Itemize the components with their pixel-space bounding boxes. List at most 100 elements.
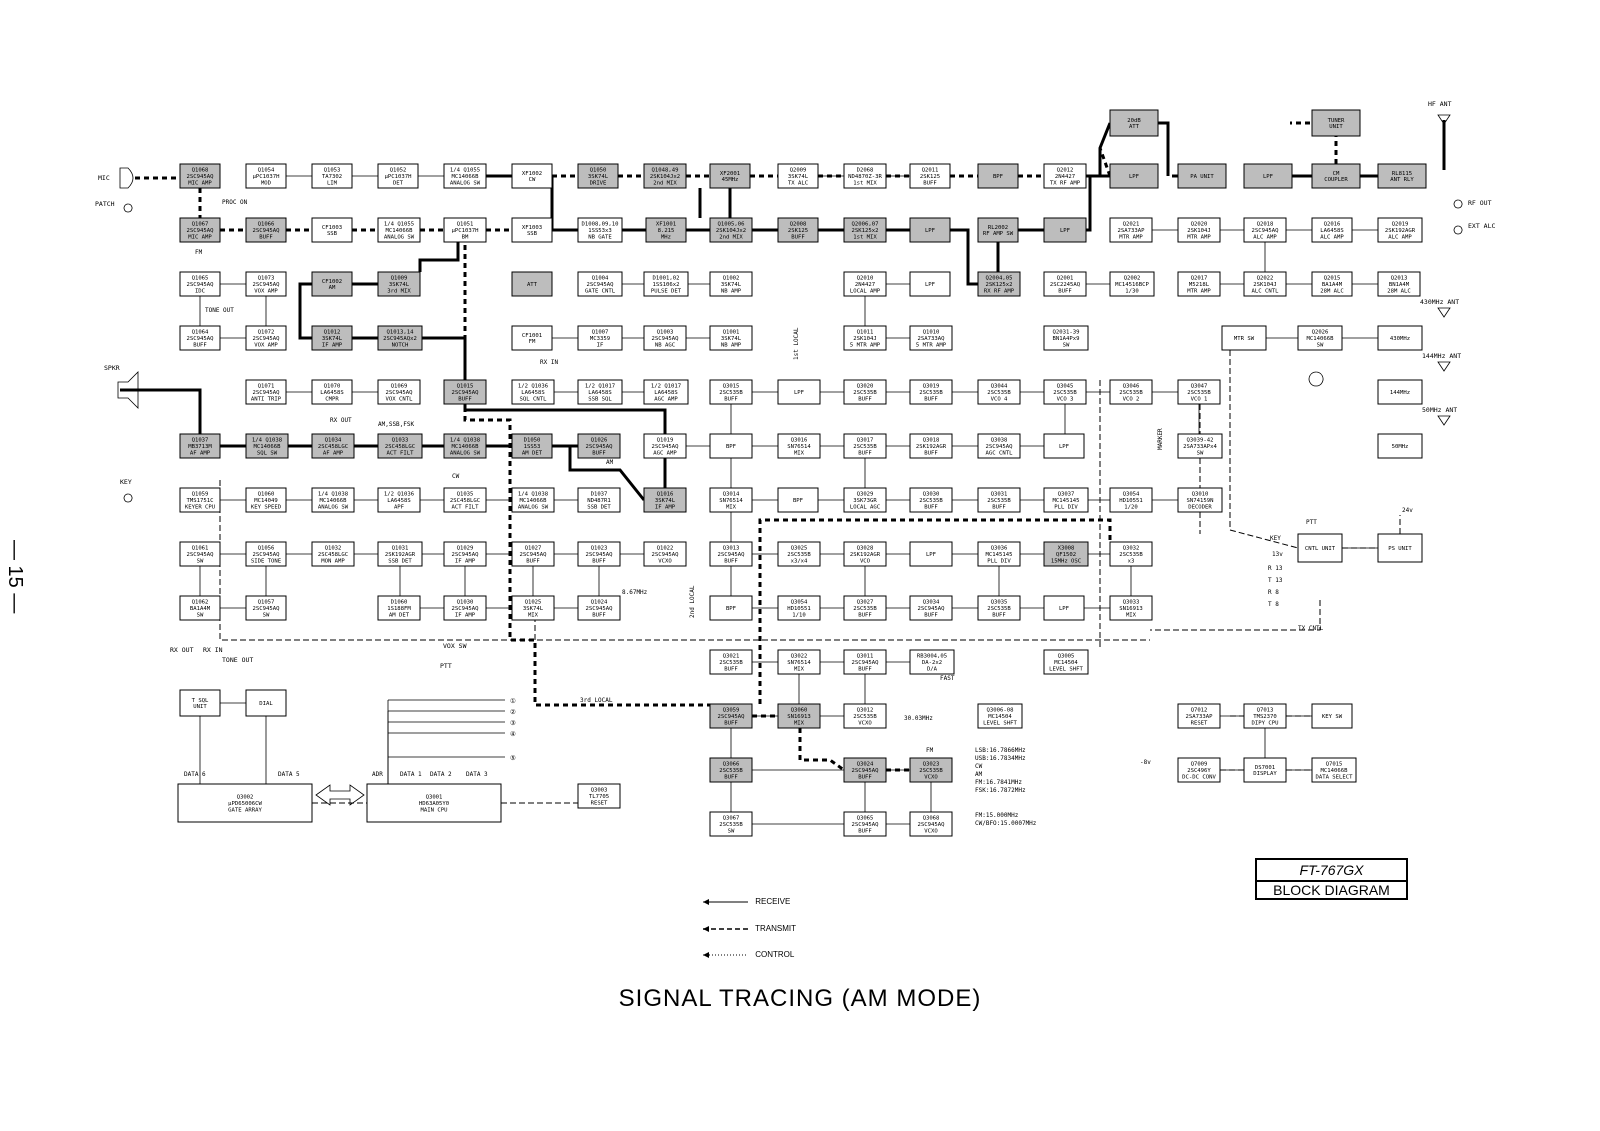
- block-label: MIX: [726, 504, 737, 510]
- block-label: 5 MTR AMP: [850, 342, 881, 348]
- block-frame: [1243, 163, 1293, 189]
- block-frame: [1377, 533, 1423, 563]
- block-lpf_e: LPF: [909, 271, 951, 297]
- block-label: MOD: [261, 180, 272, 186]
- block-label: Q1011: [857, 330, 874, 336]
- block-label: BUFF: [724, 396, 738, 402]
- block-lpf_h: LPF: [909, 541, 953, 567]
- block-label: Q3068: [923, 816, 940, 822]
- block-label: MC14066B: [1321, 768, 1349, 774]
- block-label: 3SK74L: [788, 174, 809, 180]
- block-label: SSB DET: [587, 504, 611, 510]
- block-label: BUFF: [858, 828, 872, 834]
- block-frame: [511, 379, 555, 405]
- block-frame: [1377, 433, 1423, 459]
- block-frame: [843, 757, 887, 783]
- block-label: LA6458S: [588, 390, 612, 396]
- block-label: SW: [1197, 450, 1204, 456]
- block-frame: [177, 783, 313, 823]
- block-frame: [1177, 757, 1221, 783]
- block-frame: [443, 487, 487, 513]
- block-label: ANTI TRIP: [251, 396, 282, 402]
- block-label: 2SC945AQ: [187, 174, 215, 180]
- block-label: 3SK74L: [523, 606, 544, 612]
- block-label: Q3067: [723, 816, 740, 822]
- block-label: Q2004,05: [986, 276, 1013, 282]
- block-label: VOX AMP: [254, 288, 278, 294]
- block-label: 2SK125x2: [986, 282, 1013, 288]
- block-label: LEVEL SHFT: [983, 720, 1017, 726]
- block-label: Q1071: [258, 384, 275, 390]
- block-label: 1/4 Q1055: [450, 168, 480, 174]
- block-frame: [909, 487, 953, 513]
- block-label: μPC1037H: [452, 228, 479, 234]
- block-label: AF AMP: [190, 450, 211, 456]
- spkr-label: SPKR: [104, 364, 120, 372]
- block-label: 2SK192AGR: [916, 444, 947, 450]
- block-label: KEY SPEED: [251, 504, 282, 510]
- block-label: 2SC535B: [1053, 390, 1077, 396]
- ant144-label: 144MHz ANT: [1422, 352, 1461, 360]
- block-label: 1st MIX: [853, 180, 877, 186]
- block-label: LPF: [1060, 228, 1071, 234]
- block-label: 2SC458LGC: [450, 498, 480, 504]
- block-label: AM: [329, 285, 336, 291]
- block-label: MTR AMP: [1187, 288, 1211, 294]
- block-frame: [1177, 487, 1223, 513]
- block-label: TX RF AMP: [1050, 180, 1081, 186]
- block-label: Q1066: [258, 222, 275, 228]
- block-label: MIX: [794, 720, 805, 726]
- block-frame: [377, 271, 421, 297]
- block-frame: [1377, 217, 1423, 243]
- block-label: LA6458S: [387, 498, 411, 504]
- block-label: MC3359: [590, 336, 610, 342]
- block-frame: [643, 325, 687, 351]
- note-second-local: 2nd LOCAL: [689, 585, 696, 618]
- block-label: LPF: [1263, 174, 1274, 180]
- block-label: BUFF: [992, 504, 1006, 510]
- block-label: SIDE TONE: [251, 558, 282, 564]
- block-cntl_unit: CNTL UNIT: [1297, 533, 1343, 563]
- block-label: Q3037: [1058, 492, 1075, 498]
- block-frame: [1043, 595, 1085, 621]
- block-label: Q1073: [258, 276, 275, 282]
- block-label: LPF: [925, 228, 936, 234]
- block-frame: [1109, 379, 1153, 405]
- block-label: Q1050: [590, 168, 607, 174]
- block-label: 2SA733AP: [1118, 228, 1146, 234]
- block-label: Q1059: [192, 492, 209, 498]
- block-frame: [843, 595, 887, 621]
- block-label: 2SK125: [788, 228, 808, 234]
- block-label: Q1026: [591, 438, 608, 444]
- block-label: 2SC535B: [987, 498, 1011, 504]
- block-frame: [443, 433, 487, 459]
- legend-receive-label: RECEIVE: [755, 897, 791, 906]
- block-label: BUFF: [1058, 288, 1072, 294]
- block-frame: [245, 217, 287, 243]
- block-frame: [511, 433, 553, 459]
- block-label: Q1033: [392, 438, 409, 444]
- block-label: Q1070: [324, 384, 341, 390]
- block-frame: [843, 487, 887, 513]
